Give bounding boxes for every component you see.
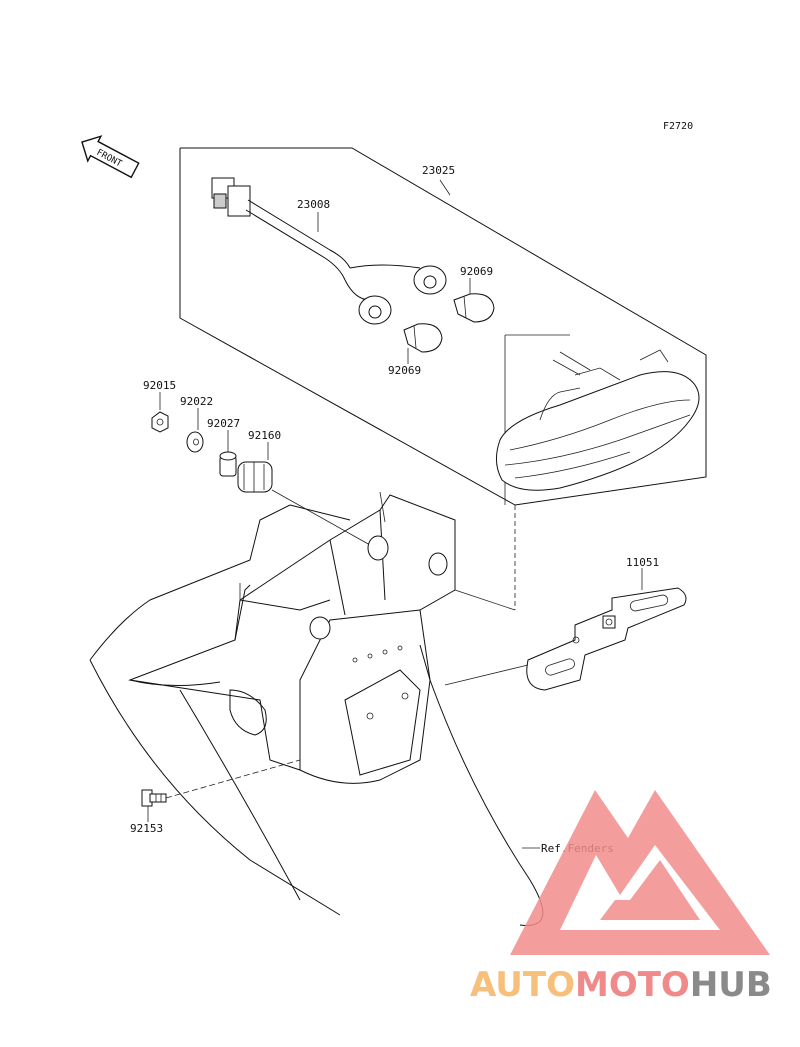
rear-fender-frame	[89, 491, 544, 926]
wiring-harness	[211, 177, 447, 325]
part-label-92027: 92027	[207, 417, 240, 430]
license-bracket	[526, 587, 687, 691]
front-arrow-icon: FRONT	[81, 135, 140, 179]
grommet	[237, 461, 273, 493]
part-label-92153: 92153	[130, 822, 163, 835]
tail-lamp-unit	[496, 349, 700, 491]
figure-code: F2720	[663, 121, 693, 132]
watermark-text: AUTOMOTOHUB	[470, 965, 772, 1005]
collar	[219, 451, 237, 477]
watermark-auto: AUTO	[470, 965, 575, 1005]
part-label-92069-right: 92069	[460, 265, 493, 278]
part-label-23025: 23025	[422, 164, 455, 177]
part-label-11051: 11051	[626, 556, 659, 569]
bulb-left	[403, 323, 443, 353]
watermark-logo-icon	[510, 790, 770, 955]
part-label-92015: 92015	[143, 379, 176, 392]
watermark-moto: MOTO	[575, 965, 690, 1005]
watermark-hub: HUB	[690, 965, 772, 1005]
washer	[186, 431, 204, 453]
part-label-92022: 92022	[180, 395, 213, 408]
bolt	[141, 789, 167, 807]
part-label-92069-left: 92069	[388, 364, 421, 377]
part-label-92160: 92160	[248, 429, 281, 442]
part-label-23008: 23008	[297, 198, 330, 211]
nut	[151, 411, 169, 433]
bulb-right	[453, 293, 495, 323]
